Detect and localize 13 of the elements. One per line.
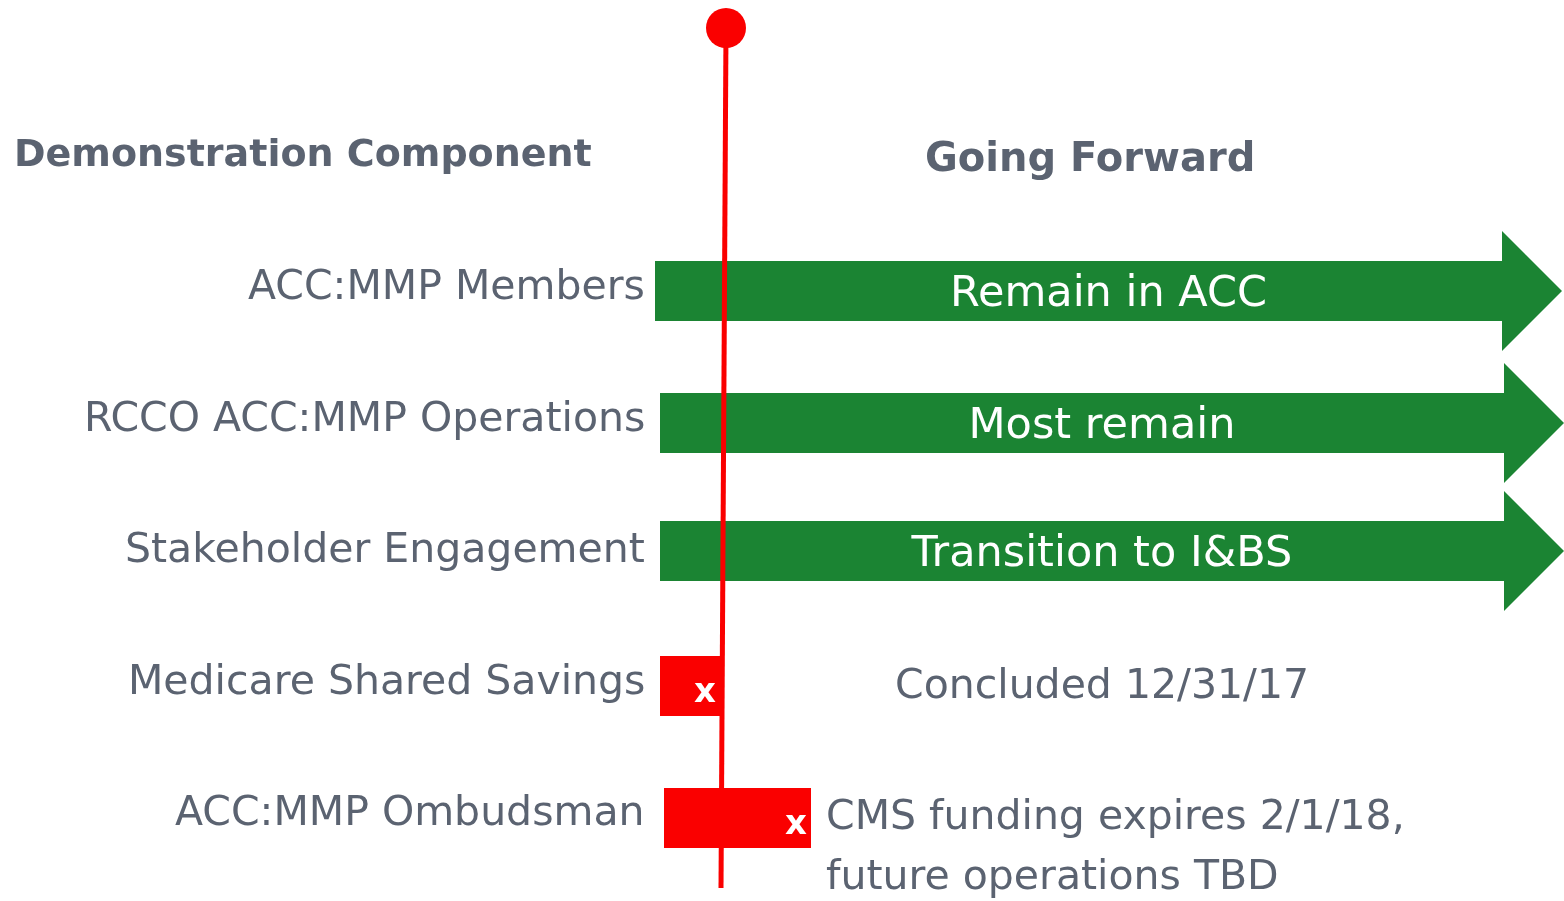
row-label: Stakeholder Engagement — [125, 527, 645, 569]
status-note: Concluded 12/31/17 — [895, 663, 1310, 705]
band-label: Most remain — [968, 401, 1236, 445]
cross-mark: x — [694, 673, 716, 707]
row-label: Medicare Shared Savings — [128, 659, 646, 701]
status-note: CMS funding expires 2/1/18, future operations TBD — [826, 790, 1406, 901]
cross-mark: x — [785, 805, 807, 839]
row-label: ACC:MMP Ombudsman — [175, 790, 645, 832]
column-heading: Demonstration Component — [14, 134, 592, 172]
band-label: Remain in ACC — [950, 269, 1268, 313]
row-label: RCCO ACC:MMP Operations — [84, 396, 646, 438]
band-label: Transition to I&BS — [911, 529, 1293, 573]
row-label: ACC:MMP Members — [248, 264, 645, 306]
